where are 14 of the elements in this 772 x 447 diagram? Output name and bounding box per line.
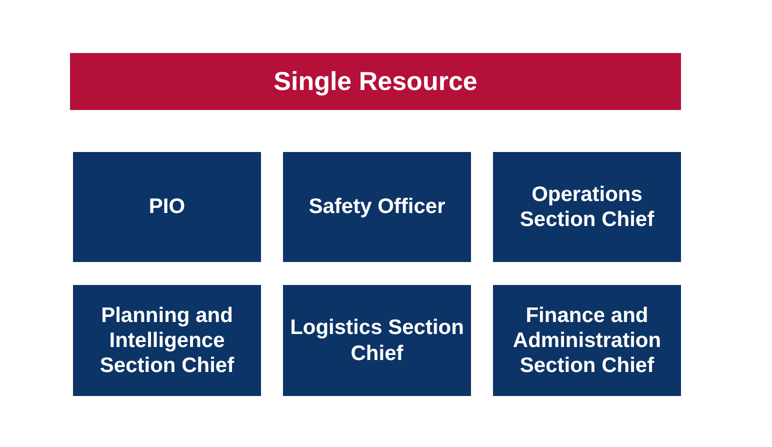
role-title: PIO [148,194,186,220]
role-box [493,285,681,396]
role-title: Planning and Intelligence Section Chief [98,302,236,378]
role-box [73,285,261,396]
role-box [283,152,471,262]
role-title: Logistics Section Chief [289,315,465,366]
role-title: Operations Section Chief [518,182,656,232]
title-banner [70,53,681,110]
role-box [283,285,471,396]
role-title: Safety Officer [308,194,446,220]
banner-title: Single Resource [274,66,478,98]
role-box [73,152,261,262]
role-box [493,152,681,262]
role-title: Finance and Administration Section Chief [512,302,662,378]
